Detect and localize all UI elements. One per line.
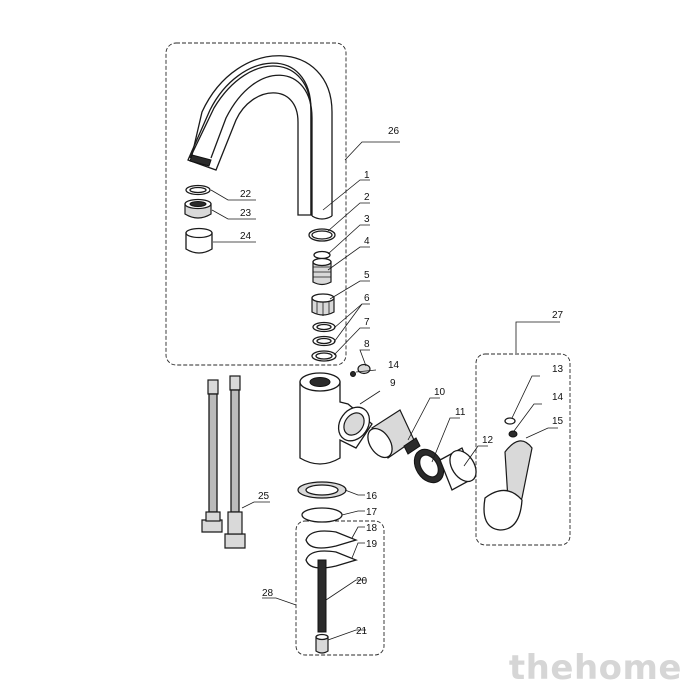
part-22-washer — [185, 184, 211, 196]
part-8-screw — [357, 363, 371, 375]
part-21-nut — [315, 633, 329, 654]
part-23-aerator — [184, 198, 212, 219]
part-3-ring — [313, 250, 331, 260]
part-17-o-ring — [301, 507, 343, 523]
group-box-26-spout — [165, 42, 347, 366]
label-3: 3 — [364, 214, 370, 225]
group-box-28-mounting — [295, 520, 385, 656]
part-10-cartridge — [367, 409, 421, 459]
part-6-washers — [312, 321, 336, 347]
label-27: 27 — [552, 310, 564, 321]
part-11-ring-nut — [413, 448, 445, 484]
label-17: 17 — [366, 507, 378, 518]
label-15: 15 — [552, 416, 564, 427]
part-25-flexible-hoses — [201, 375, 246, 549]
part-5-nut — [311, 293, 335, 316]
part-2-o-ring — [308, 228, 336, 242]
watermark-logo: thehome — [508, 648, 682, 688]
label-24: 24 — [240, 231, 252, 242]
label-26: 26 — [388, 126, 400, 137]
part-4-threaded-insert — [312, 257, 332, 286]
leader-lines — [210, 141, 560, 641]
label-11: 11 — [455, 407, 466, 418]
part-15-lever-handle — [483, 440, 533, 531]
part-24-aerator-housing — [185, 227, 213, 254]
label-13: 13 — [552, 364, 564, 375]
label-8: 8 — [364, 339, 370, 350]
part-9-mixer-body — [299, 372, 373, 465]
part-19-horseshoe-plate — [305, 550, 358, 569]
label-12: 12 — [482, 435, 494, 446]
label-9: 9 — [390, 378, 396, 389]
label-6: 6 — [364, 293, 370, 304]
label-20: 20 — [356, 576, 368, 587]
part-14-screw-body — [350, 371, 356, 377]
label-22: 22 — [240, 189, 252, 200]
label-23: 23 — [240, 208, 252, 219]
label-5: 5 — [364, 270, 370, 281]
label-18: 18 — [366, 523, 378, 534]
part-14-screw-lever — [508, 430, 518, 438]
label-1: 1 — [364, 170, 370, 181]
part-7-circlip — [311, 350, 337, 362]
label-21: 21 — [356, 626, 368, 637]
label-25: 25 — [258, 491, 270, 502]
label-7: 7 — [364, 317, 370, 328]
label-10: 10 — [434, 387, 446, 398]
label-16: 16 — [366, 491, 378, 502]
part-20-threaded-rod — [317, 559, 327, 633]
part-12-sleeve — [439, 447, 477, 491]
label-2: 2 — [364, 192, 370, 203]
label-4: 4 — [364, 236, 370, 247]
spout — [187, 55, 333, 220]
part-16-gasket — [297, 481, 347, 499]
part-18-horseshoe-washer — [305, 530, 358, 549]
label-28: 28 — [262, 588, 274, 599]
part-number-labels: 26 1 2 3 4 5 6 7 8 14 9 10 11 12 27 13 1… — [240, 126, 564, 637]
label-14-lever: 14 — [552, 392, 564, 403]
label-19: 19 — [366, 539, 378, 550]
label-14-body: 14 — [388, 360, 400, 371]
part-13-cap — [504, 417, 516, 425]
